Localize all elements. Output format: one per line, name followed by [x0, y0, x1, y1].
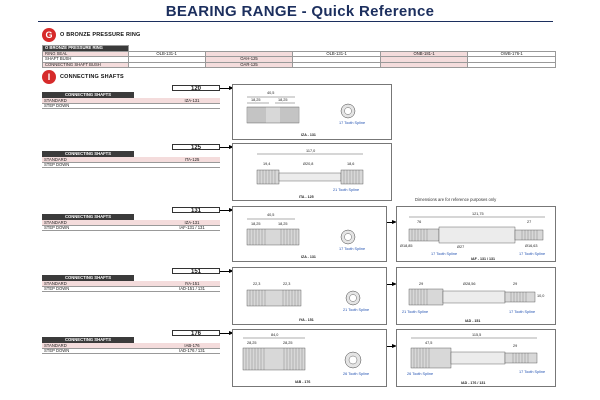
- shaft-drawing: [246, 289, 361, 307]
- part-label: ITA - 125: [299, 195, 314, 199]
- drawing-box: 22,3 22,3 21 Tooth Spline IYA - 151: [232, 267, 387, 325]
- spline-label: 26 Tooth Spline: [407, 372, 434, 376]
- part-label: IAF - 131 / 131: [471, 257, 495, 261]
- spline-label: 17 Tooth Spline: [519, 370, 546, 374]
- shaft-drawing: [256, 153, 364, 185]
- arrow: [387, 344, 397, 348]
- spline-label: 26 Tooth Spline: [343, 372, 370, 376]
- spline-label: 21 Tooth Spline: [343, 308, 370, 312]
- arrow: [387, 282, 397, 286]
- arrow: [220, 331, 234, 335]
- part-label: IAB - 176: [295, 380, 311, 384]
- shaft-drawing: [246, 96, 356, 124]
- spline-label: 17 Tooth Spline: [339, 247, 366, 251]
- part-label: IZA - 131: [301, 133, 316, 137]
- title-rule: [38, 21, 553, 22]
- pressure-ring-table: O BRONZE PRESSURE RING RING SEAL OLB-131…: [42, 45, 556, 69]
- part-label: IYA - 151: [299, 318, 314, 322]
- stepdown-shaft-drawing: [408, 288, 536, 306]
- shaft-drawing: [242, 337, 362, 371]
- spline-label: 17 Tooth Spline: [339, 121, 366, 125]
- part-label: IAD - 151: [465, 319, 481, 323]
- arrow: [220, 145, 234, 149]
- spline-label: 17 Tooth Spline: [431, 252, 458, 256]
- spline-label: 21 Tooth Spline: [402, 310, 429, 314]
- section-g-title: O BRONZE PRESSURE RING: [60, 32, 141, 38]
- arrow: [220, 269, 234, 273]
- part-label: IAD - 176 / 131: [461, 381, 486, 385]
- drawing-box-stepdown: 29 Ø28,56 29 10,0 21 Tooth Spline 17 Too…: [396, 267, 556, 325]
- drawing-box: 40,5 18,25 18,25 17 Tooth Spline IZA - 1…: [232, 206, 387, 262]
- arrow: [220, 208, 234, 212]
- section-i-title: CONNECTING SHAFTS: [60, 74, 124, 80]
- drawing-box-stepdown: 115,5 47,5 29 26 Tooth Spline 17 Tooth S…: [396, 329, 556, 387]
- drawing-box: 117,0 19,4 Ø20,8 18,6 21 Tooth Spline IT…: [232, 143, 392, 201]
- section-i-badge: I: [42, 70, 56, 84]
- drawing-box: 84,0 28,25 28,25 26 Tooth Spline IAB - 1…: [232, 329, 387, 387]
- stepdown-shaft-drawing: [410, 337, 538, 369]
- section-g-badge: G: [42, 28, 56, 42]
- spline-label: 17 Tooth Spline: [509, 310, 536, 314]
- spline-label: 21 Tooth Spline: [333, 188, 360, 192]
- shaft-drawing: [246, 218, 356, 246]
- stepdown-shaft-drawing: [408, 216, 545, 244]
- reference-note: Dimensions are for reference purposes on…: [415, 197, 497, 202]
- arrow: [220, 86, 234, 90]
- drawing-box-stepdown: 121,75 76 27 Ø18,85 Ø27 Ø16,63 17 Tooth …: [396, 206, 556, 262]
- table-row: CONNECTING SHAFT BUSH OAR-125: [42, 61, 556, 69]
- drawing-box: 40,5 18,25 18,25 17 Tooth Spline IZA - 1…: [232, 84, 392, 140]
- arrow: [387, 220, 397, 224]
- page-title: BEARING RANGE - Quick Reference: [165, 3, 435, 20]
- spline-label: 17 Tooth Spline: [519, 252, 546, 256]
- part-label: IZA - 131: [301, 255, 316, 259]
